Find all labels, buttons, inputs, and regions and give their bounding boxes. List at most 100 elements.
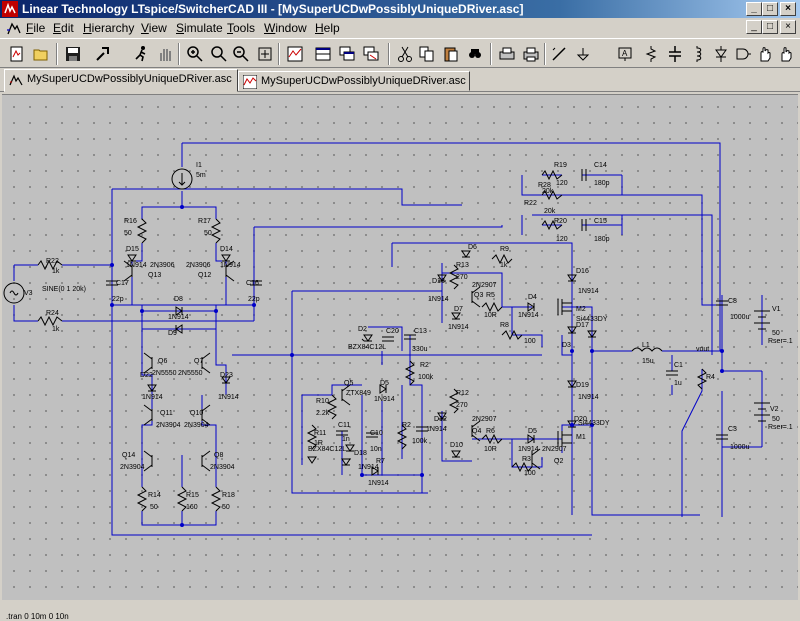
label-D13-value: 1N914 bbox=[428, 296, 449, 303]
label-R11: R11 bbox=[314, 430, 326, 437]
label-V2-value: 50 bbox=[772, 416, 780, 423]
label-D6: D6 bbox=[468, 244, 477, 251]
save-icon[interactable] bbox=[62, 43, 84, 65]
component-icon[interactable] bbox=[732, 43, 754, 65]
label-Q8-value: 2N3904 bbox=[210, 464, 235, 471]
move-icon[interactable] bbox=[754, 43, 776, 65]
label-C3-value: 1000u bbox=[730, 444, 750, 451]
label-R9-value: 1k bbox=[500, 262, 508, 269]
label-Q11: Q11 bbox=[160, 410, 173, 417]
run-icon[interactable] bbox=[130, 43, 152, 65]
label-I1-value: 5m bbox=[196, 172, 206, 179]
label-R10: R10 bbox=[316, 398, 329, 405]
close-button[interactable]: × bbox=[780, 2, 796, 16]
ltspice-app-icon[interactable] bbox=[2, 1, 18, 17]
copy-icon[interactable] bbox=[416, 43, 438, 65]
menu-simulate[interactable]: Simulate bbox=[176, 21, 223, 35]
label-R13-value: 270 bbox=[456, 274, 468, 281]
toolbar-separator bbox=[544, 43, 546, 65]
label-Q2-value: 2N2907 bbox=[542, 446, 567, 453]
schematic-doc-icon[interactable] bbox=[6, 20, 22, 36]
toolbar-separator bbox=[388, 43, 390, 65]
find-icon[interactable] bbox=[464, 43, 486, 65]
label-D1-value: BZX84C12L bbox=[308, 446, 346, 453]
print-setup-icon[interactable] bbox=[496, 43, 518, 65]
doc-restore-button[interactable]: □ bbox=[762, 20, 778, 34]
label-Q8: Q8 bbox=[214, 452, 223, 459]
label-D5b-value: 1N914 bbox=[518, 446, 539, 453]
label-Q13: Q13 bbox=[148, 272, 161, 279]
component-labels: I1 5m R16 50 R17 50 D15 1N914 D14 1N914 … bbox=[24, 162, 793, 511]
label-D17: D17 bbox=[576, 322, 589, 329]
cascade-icon[interactable] bbox=[336, 43, 358, 65]
label-R19: R19 bbox=[554, 162, 567, 169]
label-R7: R7 bbox=[376, 458, 385, 465]
resistor-icon[interactable] bbox=[640, 43, 662, 65]
zoom-fit-icon[interactable] bbox=[254, 43, 276, 65]
waveform-icon[interactable] bbox=[284, 43, 306, 65]
label-R13: R13 bbox=[456, 262, 469, 269]
tab-waveform[interactable]: MySuperUCDwPossiblyUniqueDRiver.asc bbox=[238, 71, 470, 91]
label-R28-value: 20k bbox=[542, 188, 554, 195]
halt-icon[interactable] bbox=[154, 43, 176, 65]
zoom-out-icon[interactable] bbox=[230, 43, 252, 65]
capacitor-icon[interactable] bbox=[664, 43, 686, 65]
paste-icon[interactable] bbox=[440, 43, 462, 65]
print-icon[interactable] bbox=[520, 43, 542, 65]
spice-directive[interactable]: .tran 0 10m 0 10n bbox=[6, 612, 69, 621]
open-icon[interactable] bbox=[30, 43, 52, 65]
tile-horizontal-icon[interactable] bbox=[312, 43, 334, 65]
label-Q13-value: 2N3906 bbox=[150, 262, 175, 269]
label-C8-value: 1000u bbox=[730, 314, 750, 321]
label-Q7: Q7 bbox=[194, 358, 203, 365]
cut-icon[interactable] bbox=[394, 43, 416, 65]
schematic-canvas[interactable]: I1 5m R16 50 R17 50 D15 1N914 D14 1N914 … bbox=[2, 94, 798, 621]
menu-edit[interactable]: Edit bbox=[53, 21, 74, 35]
menu-tools[interactable]: Tools bbox=[227, 21, 256, 35]
label-C8: C8 bbox=[728, 298, 737, 305]
drag-icon[interactable] bbox=[776, 43, 798, 65]
label-D7: D7 bbox=[454, 306, 463, 313]
menu-window[interactable]: Window bbox=[264, 21, 307, 35]
tab-schematic[interactable]: MySuperUCDwPossiblyUniqueDRiver.asc bbox=[4, 69, 238, 92]
menu-hierarchy[interactable]: Hierarchy bbox=[83, 21, 135, 35]
pan-icon[interactable] bbox=[208, 43, 230, 65]
label-D11-value: 1N914 bbox=[358, 464, 379, 471]
menu-view[interactable]: View bbox=[141, 21, 167, 35]
toolbar-separator bbox=[278, 43, 280, 65]
schematic-drawing: I1 5m R16 50 R17 50 D15 1N914 D14 1N914 … bbox=[3, 142, 793, 536]
doc-minimize-button[interactable]: _ bbox=[746, 20, 762, 34]
label-D8: D8 bbox=[174, 296, 183, 303]
label-C13: C13 bbox=[414, 328, 427, 335]
close-window-icon[interactable] bbox=[360, 43, 382, 65]
label-R12: R12 bbox=[456, 390, 469, 397]
label-Q6: Q6 bbox=[158, 358, 167, 365]
label-C13-value: 330u bbox=[412, 346, 428, 353]
zoom-in-icon[interactable] bbox=[184, 43, 206, 65]
minimize-button[interactable]: _ bbox=[746, 2, 762, 16]
label-Q4: Q4 bbox=[472, 428, 481, 435]
window-title: Linear Technology LTspice/SwitcherCAD II… bbox=[22, 2, 524, 16]
label-D22: D22 bbox=[140, 372, 153, 379]
maximize-button[interactable]: □ bbox=[762, 2, 778, 16]
label-C11: C11 bbox=[338, 422, 350, 429]
ground-icon[interactable] bbox=[572, 43, 594, 65]
toolbar: A bbox=[0, 38, 800, 68]
control-panel-icon[interactable] bbox=[92, 43, 114, 65]
toolbar-separator bbox=[56, 43, 58, 65]
menu-help[interactable]: Help bbox=[315, 21, 340, 35]
doc-close-button[interactable]: × bbox=[780, 20, 796, 34]
inductor-icon[interactable] bbox=[686, 43, 708, 65]
label-net-icon[interactable]: A bbox=[614, 43, 636, 65]
label-R2-value: 100k bbox=[418, 374, 434, 381]
toolbar-separator bbox=[178, 43, 180, 65]
label-R15: R15 bbox=[186, 492, 199, 499]
wire-icon[interactable] bbox=[548, 43, 570, 65]
label-Q5-value: ZTX849 bbox=[346, 390, 371, 397]
label-R15-value: 160 bbox=[186, 504, 198, 511]
new-schematic-icon[interactable] bbox=[6, 43, 28, 65]
label-M2-value: Si4433DY bbox=[576, 316, 608, 323]
menu-file[interactable]: File bbox=[26, 21, 46, 35]
diode-icon[interactable] bbox=[710, 43, 732, 65]
label-Q5: Q5 bbox=[344, 380, 353, 387]
